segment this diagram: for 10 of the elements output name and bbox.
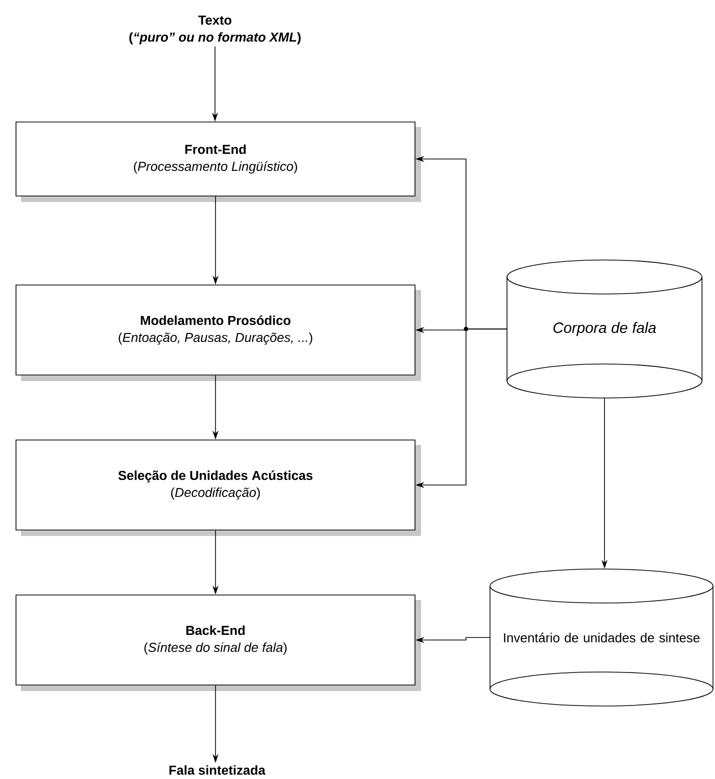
database-cylinder: Corpora de fala (506, 260, 702, 398)
process-box: Modelamento Prosódico (Entoação, Pausas, Durações, ...) (16, 284, 421, 381)
process-box: Seleção de Unidades Acústicas (Decodificação) (16, 440, 421, 536)
process-box: Back-End (Síntese do sinal de fala) (16, 594, 421, 691)
node-label: Inventário de unidades de sintese (504, 632, 700, 642)
database-cylinder: Inventário de unidades de sintese (490, 568, 714, 706)
node-label: Corpora de fala (553, 322, 656, 336)
process-box: Front-End (Processamento Lingüístico) (16, 122, 421, 202)
terminal-text: Texto (“puro” ou no formato XML) (129, 16, 301, 44)
terminal-text: Fala sintetizada (169, 765, 266, 775)
